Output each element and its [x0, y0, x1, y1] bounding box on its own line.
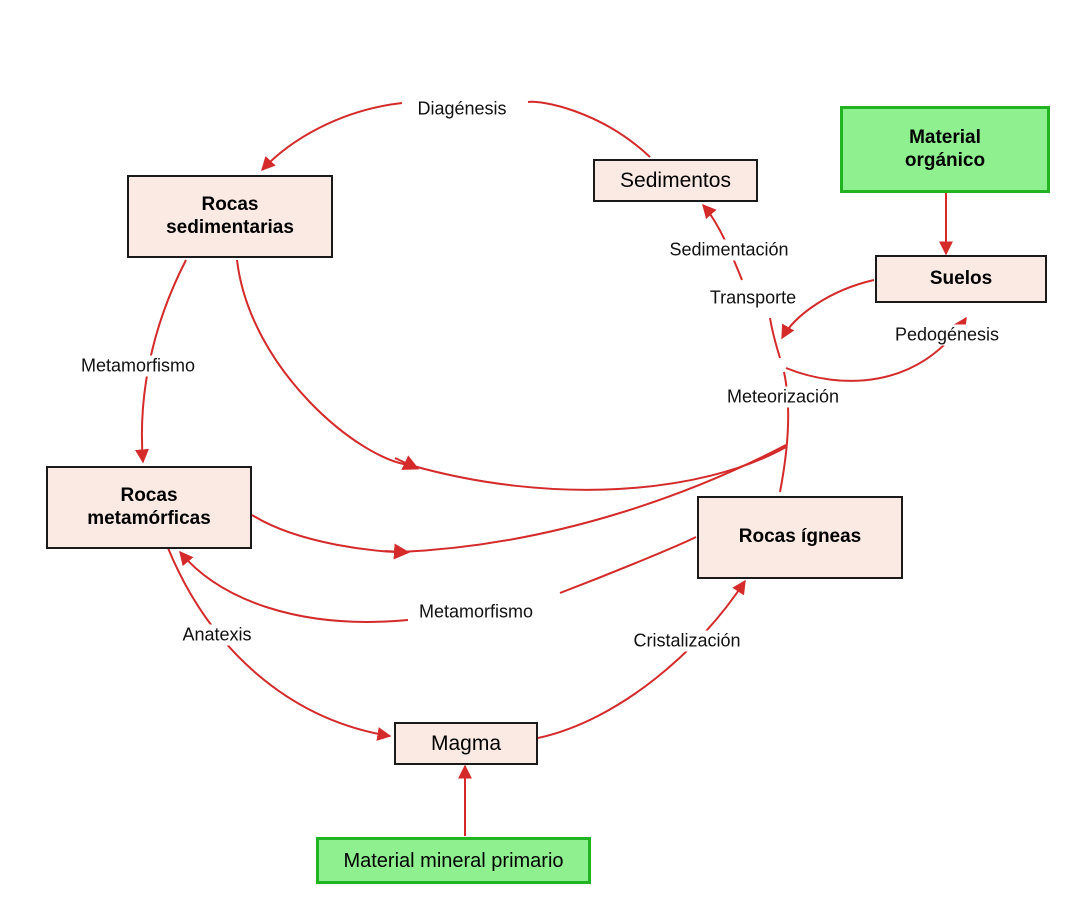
label-transporte: Transporte: [706, 287, 800, 309]
node-suelos: Suelos: [875, 255, 1047, 303]
label-diagenesis: Diagénesis: [414, 98, 510, 120]
label-cristalizacion: Cristalización: [630, 630, 744, 652]
label-meteorizacion: Meteorización: [723, 386, 843, 408]
label-anatexis: Anatexis: [179, 624, 255, 646]
arrow-sedimentacion: [702, 203, 743, 281]
arrow-transporte-line: [769, 317, 781, 359]
arrow-anatexis: [167, 547, 392, 741]
node-sedimentos: Sedimentos: [593, 159, 758, 202]
label-pedogenesis: Pedogénesis: [891, 324, 1003, 346]
node-rocas-igneas: Rocas ígneas: [697, 496, 903, 579]
label-metamorfismo-1: Metamorfismo: [77, 355, 199, 377]
arrow-igneas-up: [779, 371, 790, 493]
arrow-diagenesis: [527, 100, 651, 158]
label-sedimentacion: Sedimentación: [666, 239, 792, 261]
arrow-sedimentarias-meteorizacion: [236, 259, 787, 491]
node-material-organico: Material orgánico: [840, 106, 1050, 193]
arrow-cristalizacion: [537, 579, 746, 739]
node-material-mineral: Material mineral primario: [316, 837, 591, 884]
arrow-diagenesis-head: [261, 102, 403, 172]
node-rocas-metamorficas: Rocas metamórficas: [46, 466, 252, 549]
arrow-suelos-to-meteorizacion: [781, 279, 875, 340]
arrow-metamorfismo-2: [559, 536, 697, 594]
label-metamorfismo-2: Metamorfismo: [415, 601, 537, 623]
node-magma: Magma: [394, 722, 538, 765]
node-rocas-sedimentarias: Rocas sedimentarias: [127, 175, 333, 258]
